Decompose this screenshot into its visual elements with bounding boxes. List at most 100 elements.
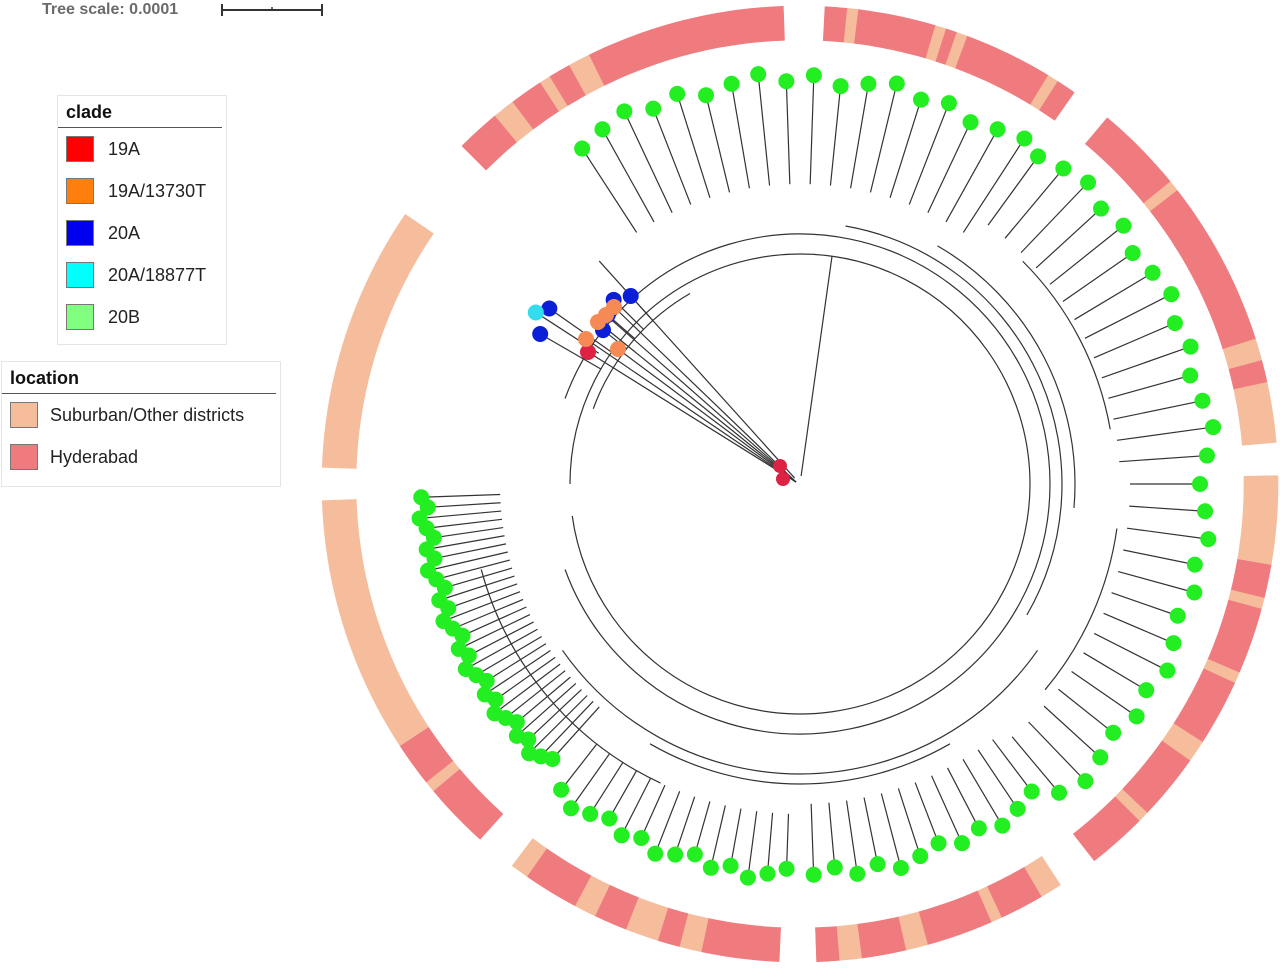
tip-node xyxy=(892,859,909,876)
tip-node xyxy=(912,848,929,865)
branch-line xyxy=(434,543,507,560)
branch-line xyxy=(654,791,681,854)
tip-node xyxy=(962,114,979,131)
legend-swatch xyxy=(66,178,94,204)
tip-node xyxy=(562,800,579,817)
tip-node xyxy=(606,299,622,315)
branch-line xyxy=(845,800,858,874)
tree-scale-bar xyxy=(221,4,323,16)
branch-line xyxy=(1108,374,1191,399)
branch-line xyxy=(484,650,551,695)
branch-line xyxy=(436,559,510,580)
branch-line xyxy=(444,567,513,589)
tip-node xyxy=(1165,635,1182,652)
branch-arc xyxy=(561,649,1039,775)
branch-line xyxy=(1043,705,1101,758)
branch-line xyxy=(1084,293,1172,339)
tip-node xyxy=(1009,800,1026,817)
tip-node xyxy=(418,541,435,558)
branch-line xyxy=(1062,252,1134,303)
branch-line xyxy=(710,805,726,868)
location-ring-segment xyxy=(815,927,818,963)
branch-line xyxy=(869,83,898,193)
branch-arc xyxy=(1044,528,1118,691)
branch-line xyxy=(601,129,655,223)
location-legend-title: location xyxy=(2,362,276,394)
branch-line xyxy=(914,782,940,844)
branch-arc xyxy=(592,292,691,409)
branch-line xyxy=(551,706,600,760)
tip-node xyxy=(553,781,570,798)
branch-line xyxy=(426,535,505,550)
tip-node xyxy=(940,95,957,112)
branch-arc xyxy=(937,245,1076,509)
branch-line xyxy=(947,767,980,829)
tip-node xyxy=(1092,749,1109,766)
branch-line xyxy=(1101,346,1191,379)
branch-line xyxy=(747,811,758,878)
tip-node xyxy=(633,830,650,847)
tip-node xyxy=(778,73,795,90)
legend-swatch xyxy=(66,220,94,246)
location-ring-segment xyxy=(511,838,539,871)
branch-line xyxy=(1071,670,1137,717)
branch-line xyxy=(785,813,790,869)
tip-node xyxy=(1080,174,1097,191)
branch-line xyxy=(462,606,527,637)
branch-line xyxy=(730,83,751,189)
branch-line xyxy=(987,155,1039,226)
tip-node xyxy=(739,869,756,886)
tip-node xyxy=(594,121,611,138)
branch-line xyxy=(613,306,797,483)
legend-label: 20A/18877T xyxy=(108,265,207,285)
branch-line xyxy=(427,551,508,572)
branch-line xyxy=(945,129,999,223)
legend-item-20a-18877t: 20A/18877T xyxy=(58,254,226,296)
tip-node xyxy=(582,805,599,822)
legend-label: Hyderabad xyxy=(50,447,139,467)
legend-item-19a: 19A xyxy=(58,128,226,170)
tip-node xyxy=(1163,286,1180,303)
tip-node xyxy=(702,859,719,876)
tip-node xyxy=(1023,783,1040,800)
location-ring-segment xyxy=(1243,496,1279,510)
branch-line xyxy=(1116,426,1214,441)
tip-node xyxy=(431,592,448,609)
branch-line xyxy=(1129,505,1206,512)
tip-node xyxy=(486,705,503,722)
branch-line xyxy=(1035,208,1102,269)
branch-line xyxy=(809,75,815,185)
branch-line xyxy=(1011,736,1060,794)
tip-node xyxy=(826,859,843,876)
legend-item-suburban: Suburban/Other districts xyxy=(2,394,280,436)
branch-line xyxy=(597,321,797,483)
branch-line xyxy=(426,518,503,529)
legend-swatch xyxy=(66,262,94,288)
tip-node xyxy=(616,103,633,120)
tip-node xyxy=(1159,662,1176,679)
legend-swatch xyxy=(66,304,94,330)
location-ring-segment xyxy=(398,213,434,243)
branch-line xyxy=(1074,272,1153,321)
tip-node xyxy=(1105,724,1122,741)
legend-label: 20A xyxy=(108,223,141,243)
tip-node xyxy=(970,820,987,837)
tip-node xyxy=(578,331,594,347)
tip-node xyxy=(1199,447,1216,464)
branch-line xyxy=(829,86,842,186)
tip-node xyxy=(686,846,703,863)
branch-line xyxy=(439,575,515,601)
branch-line xyxy=(640,784,666,839)
tip-node xyxy=(722,857,739,874)
branch-line xyxy=(495,656,556,701)
branch-line xyxy=(427,502,501,508)
legend-swatch xyxy=(10,444,38,470)
branch-line xyxy=(458,613,531,650)
tip-node xyxy=(1144,264,1161,281)
tip-node xyxy=(912,91,929,108)
tip-node xyxy=(527,304,544,321)
tip-node xyxy=(411,510,428,527)
branch-line xyxy=(1103,612,1174,644)
legend-label: Suburban/Other districts xyxy=(50,405,245,425)
